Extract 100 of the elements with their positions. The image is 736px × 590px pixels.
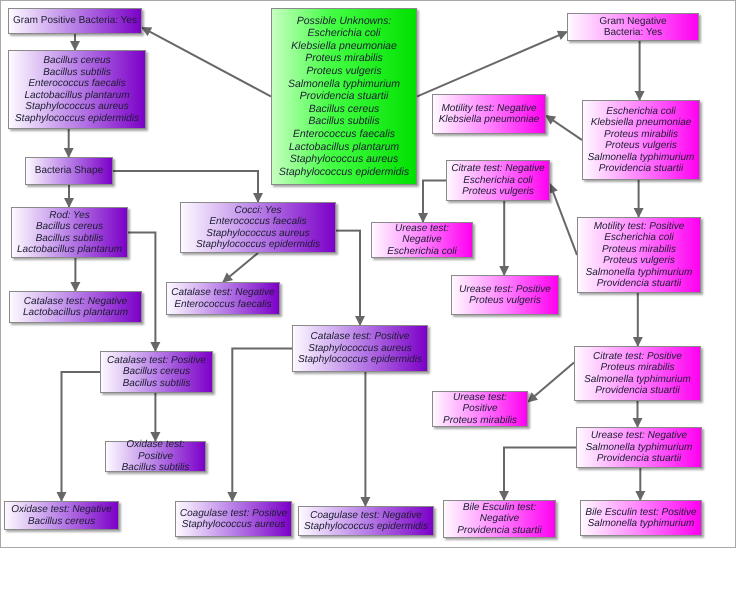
box-text: Escherichia coli [463,174,533,186]
box-text: Staphylococcus epidermidis [196,239,320,250]
box-text: Klebsiella pneumoniae [291,40,397,52]
flowchart-box [580,500,702,536]
box-text: Providencia stuartii [596,278,682,290]
box-text: Lactobacillus plantarum [16,244,122,256]
arrow [70,34,80,51]
box-text: Klebsiella pneumoniae [590,117,692,128]
box-text: Cocci: Yes [234,204,282,216]
box-text: Possible Unknowns: [296,14,392,28]
box-text: Escherichia coli [604,232,674,244]
arrow [222,252,259,283]
box-text: Staphylococcus aureus [206,228,310,239]
flowchart-box [9,291,142,323]
box-text: Motility test: Positive [594,220,684,232]
box-text: Bacillus cereus [36,221,104,232]
arrow [527,362,575,403]
box-text: Coagulase test: Positive [180,508,288,519]
flowchart-box [100,351,213,393]
flowchart-box [4,501,119,530]
box-text: Providencia stuartii [596,453,682,465]
flowchart-box [8,8,142,34]
box-text: Urease test: Positive [459,284,551,295]
arrow [64,185,74,208]
flowchart-box [576,427,702,468]
box-text: Catalase test: Negative [24,296,128,307]
box-text: Proteus vulgeris [462,186,534,198]
box-text: Catalase test: Positive [107,354,206,366]
flowchart-box [446,160,550,201]
flowchart-box [432,94,546,134]
box-text: Providencia stuartii [598,163,684,174]
box-text: Escherichia coli [308,27,380,40]
box-text: Gram Negative Bacteria: Yes [598,16,668,38]
flowchart-box [292,325,428,372]
box-text: Coagulase test: Negative [310,510,422,521]
box-text: Proteus mirabilis [602,244,676,255]
flowchart-box [298,506,434,536]
box-text: Staphylococcus epidermidis [304,521,428,532]
flowchart-box [432,391,528,427]
arrow [548,182,578,256]
flowchart-box [574,346,701,401]
flowchart-box [11,207,128,258]
box-text: Providencia stuartii [457,524,542,536]
box-text: Proteus vulgeris [605,140,677,152]
box-text: Salmonella typhimurium [584,374,691,385]
box-text: Bacillus subtilis [122,378,190,390]
box-text: Bacillus subtilis [122,462,190,474]
box-text: Bacillus cereus [122,366,190,378]
flowchart-box [175,501,292,537]
flowchart-box [443,500,556,538]
box-text: Bile Esculin test: Negative [462,502,538,525]
box-text: Klebsiella pneumoniae [438,114,540,126]
box-text: Oxidase test: Positive [125,439,186,462]
box-text: Salmonella typhimurium [588,518,694,530]
arrow [499,201,510,276]
box-text: Enterococcus faecalis [292,128,396,141]
box-text: Salmonella typhimurium [586,266,692,278]
box-text: Enterococcus faecalis [28,78,126,90]
box-text: Proteus mirabilis [305,52,383,66]
box-text: Salmonella typhimurium [588,152,694,163]
box-text: Urease test: Negative [394,222,450,246]
box-text: Providencia stuartii [300,90,388,103]
flowchart-box [166,282,280,315]
arrow [64,129,74,158]
arrow [632,401,642,428]
arrow [360,372,370,507]
box-text: Enterococcus faecalis [209,216,307,228]
arrow [499,446,576,501]
box-text: Bacillus cereus [28,516,96,527]
box-text: Citrate test: Negative [451,163,545,175]
arrow [150,393,160,442]
arrow [418,180,446,223]
box-text: Bacillus subtilis [43,66,111,78]
box-text: Proteus vulgeris [603,255,675,266]
arrow [227,348,292,502]
box-text: Escherichia coli [606,106,676,117]
box-text: Staphylococcus aureus [182,519,286,530]
box-text: Lactobacillus plantarum [24,90,130,101]
box-text: Staphylococcus aureus [25,101,129,112]
box-text: Catalase test: Positive [310,331,410,343]
box-text: Bile Esculin test: Positive [585,506,697,518]
flowchart-box [371,222,473,258]
box-text: Urease test: Negative [590,430,688,442]
arrow [56,371,100,502]
box-text: Gram Positive Bacteria: Yes [13,15,137,27]
arrow [336,230,365,326]
flowchart-box [180,202,336,253]
box-text: Bacillus cereus [308,102,380,116]
box-text: Staphylococcus aureus [290,153,398,166]
box-text: Escherichia coli [387,246,457,258]
box-text: Urease test: Positive [452,392,508,415]
box-text: Enterococcus faecalis [174,298,272,310]
flowchart-box [105,441,206,472]
flowchart-box [577,217,701,293]
flowchart-box [567,13,699,41]
box-text: Staphylococcus epidermidis [298,354,422,366]
box-text: Proteus mirabilis [443,414,517,426]
box-text: Lactobacillus plantarum [288,140,400,154]
box-text: Citrate test: Positive [593,350,682,362]
box-text: Salmonella typhimurium [288,78,400,90]
